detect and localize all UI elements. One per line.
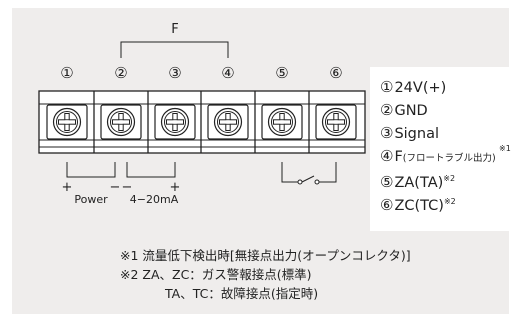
- footnote-marker-2: ※2: [443, 197, 456, 206]
- f-bracket: F: [120, 22, 229, 58]
- footnote-2-cont: TA、TC：故障接点(指定時): [165, 286, 319, 301]
- f-bracket-label: F: [171, 22, 178, 37]
- polarity-power-minus: −: [110, 180, 121, 195]
- signal-label: 4−20mA: [130, 193, 179, 206]
- power-label: Power: [74, 193, 108, 206]
- relay-contact: [281, 162, 337, 185]
- legend-item-4: ④F(フロートラブル出力) ※1: [380, 144, 511, 168]
- terminal-number-2: ②: [114, 64, 127, 82]
- footnote-marker-2: ※2: [443, 174, 456, 183]
- terminal-number-4: ④: [221, 64, 234, 82]
- polarity-signal-plus: +: [170, 180, 181, 195]
- legend-item-5: ⑤ZA(TA)※2: [380, 173, 456, 191]
- power-wiring: + − Power: [62, 162, 121, 206]
- terminal-number-3: ③: [168, 64, 181, 82]
- terminal-block: [38, 90, 366, 154]
- terminal-number-6: ⑥: [329, 64, 342, 82]
- screw-icon: [154, 104, 196, 140]
- screw-icon: [207, 104, 249, 140]
- screws: [46, 104, 357, 140]
- screw-icon: [100, 104, 142, 140]
- legend-item-3: ③Signal: [380, 124, 439, 142]
- legend-item-2: ②GND: [380, 101, 428, 119]
- footnote-marker-1: ※1: [499, 144, 511, 153]
- screw-icon: [261, 104, 303, 140]
- screw-icon: [46, 104, 88, 140]
- footnote-1: ※1 流量低下検出時[無接点出力(オープンコレクタ)]: [120, 248, 411, 263]
- legend-item-1: ①24V(+): [380, 78, 447, 96]
- screw-icon: [315, 104, 357, 140]
- footnote-2: ※2 ZA、ZC：ガス警報接点(標準): [120, 267, 312, 282]
- terminal-number-5: ⑤: [275, 64, 288, 82]
- legend-item-6: ⑥ZC(TC)※2: [380, 196, 456, 214]
- terminal-number-1: ①: [60, 64, 73, 82]
- polarity-power-plus: +: [62, 180, 73, 195]
- signal-wiring: − + 4−20mA: [122, 162, 181, 206]
- legend-box: ①24V(+) ②GND ③Signal ④F(フロートラブル出力) ※1 ⑤Z…: [370, 67, 518, 231]
- polarity-signal-minus: −: [122, 180, 133, 195]
- terminal-numbers: ① ② ③ ④ ⑤ ⑥: [60, 64, 342, 82]
